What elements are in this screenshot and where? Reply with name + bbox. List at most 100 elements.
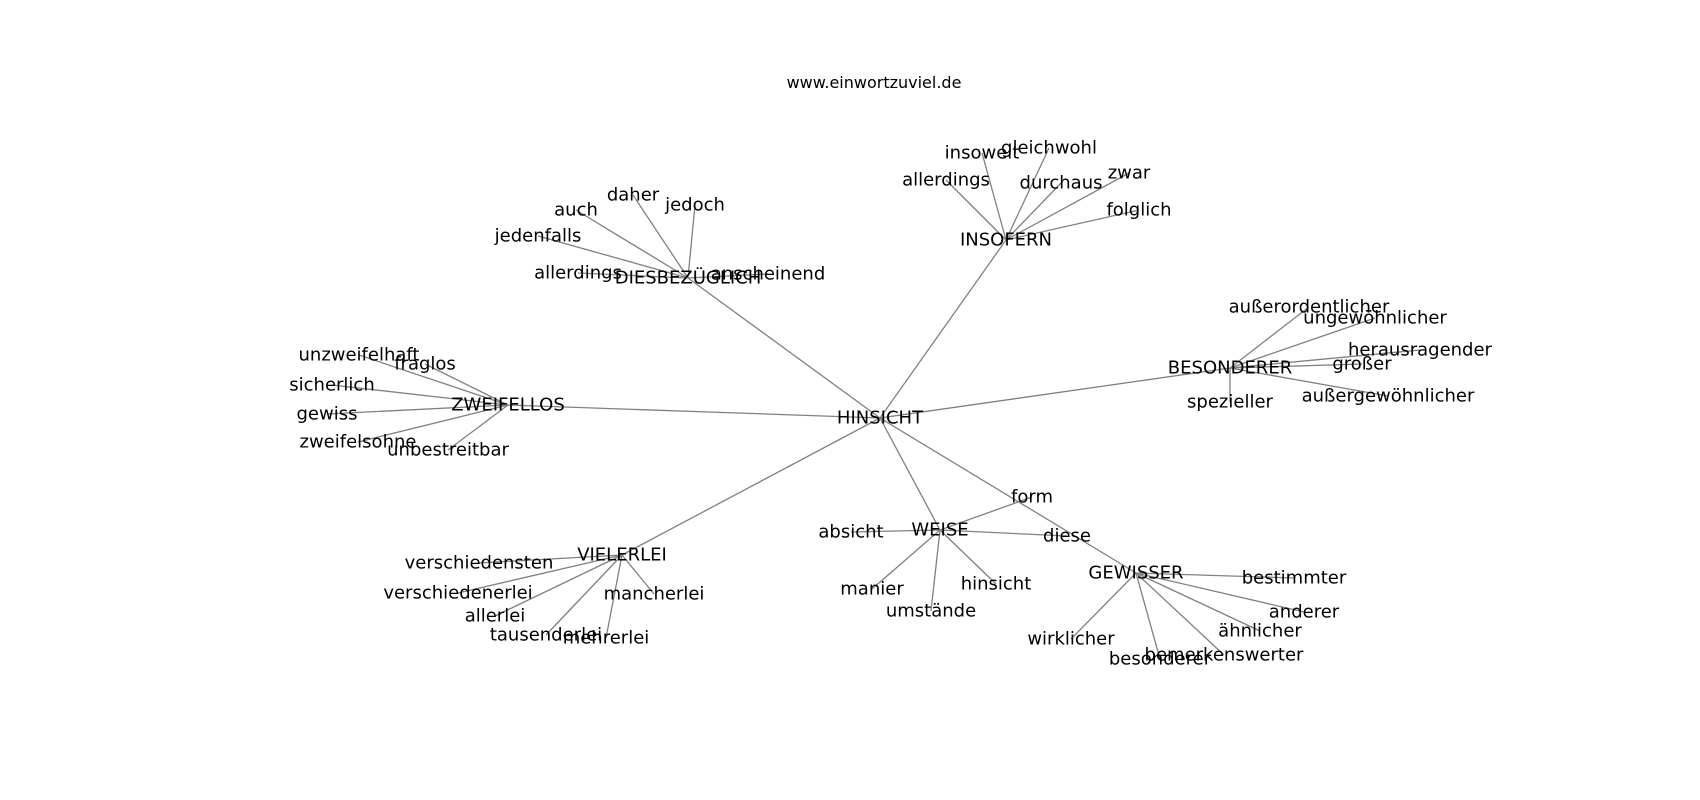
hub-word-edge xyxy=(621,554,655,595)
word-node-label: wirklicher xyxy=(1027,629,1115,650)
hub-word-edge xyxy=(871,529,941,590)
hub-word-edge xyxy=(1135,572,1261,632)
hub-word-edge xyxy=(357,404,509,443)
center-hub-edge xyxy=(879,239,1007,419)
hub-word-edge xyxy=(930,529,941,612)
hub-word-edge xyxy=(478,554,623,564)
hub-word-edge xyxy=(577,272,689,279)
word-node-label: manier xyxy=(840,579,904,600)
center-hub-edge xyxy=(879,417,941,531)
word-node-label: zweifelsohne xyxy=(300,432,417,453)
hub-node-label: WEISE xyxy=(911,520,968,541)
hub-word-edge xyxy=(575,209,689,279)
hub-word-edge xyxy=(1229,349,1421,369)
hub-node-label: INSOFERN xyxy=(960,230,1052,251)
hub-word-edge xyxy=(326,404,509,415)
edge-layer xyxy=(326,147,1421,660)
hub-word-edge xyxy=(331,384,509,406)
word-node-label: außergewöhnlicher xyxy=(1302,386,1475,407)
hub-word-edge xyxy=(632,194,689,279)
hub-word-edge xyxy=(939,529,1068,537)
hub-word-edge xyxy=(939,529,997,585)
hub-word-edge xyxy=(537,235,689,279)
word-node-label: gewiss xyxy=(297,404,358,425)
word-node-label: allerdings xyxy=(534,263,622,284)
center-hub-edge xyxy=(687,277,881,419)
word-node-label: bemerkenswerter xyxy=(1145,645,1304,666)
hub-word-edge xyxy=(358,354,509,406)
word-node-label: besonderer xyxy=(1109,649,1212,670)
word-node-label: außerordentlicher xyxy=(1229,297,1390,318)
hub-word-edge xyxy=(447,404,509,451)
center-hub-edge xyxy=(507,404,881,419)
word-node-label: großer xyxy=(1332,354,1392,375)
center-node-label: HINSICHT xyxy=(837,408,924,429)
hub-word-edge xyxy=(939,496,1033,531)
word-node-label: spezieller xyxy=(1187,392,1273,413)
word-node-label: verschiedensten xyxy=(405,553,554,574)
hub-word-edge xyxy=(1135,572,1161,660)
word-node-label: auch xyxy=(554,200,598,221)
word-node-label: gleichwohl xyxy=(1001,138,1097,159)
hub-word-edge xyxy=(1229,363,1363,369)
hub-word-edge xyxy=(1005,182,1062,241)
word-node-label: jedoch xyxy=(664,195,725,216)
word-node-label: mancherlei xyxy=(604,584,705,605)
hub-node-label: ZWEIFELLOS xyxy=(451,395,565,416)
word-node-label: sicherlich xyxy=(289,375,374,396)
word-node-label: bestimmter xyxy=(1242,568,1347,589)
word-node-label: form xyxy=(1011,487,1053,508)
word-node-label: ähnlicher xyxy=(1218,621,1302,642)
word-node-label: ungewöhnlicher xyxy=(1303,308,1447,329)
center-hub-edge xyxy=(879,417,1137,574)
hub-word-edge xyxy=(1229,367,1389,397)
word-node-label: herausragender xyxy=(1348,340,1493,361)
hub-word-edge xyxy=(687,204,696,279)
center-hub-edge xyxy=(879,367,1231,419)
word-node-label: verschiedenerlei xyxy=(383,583,532,604)
hub-word-edge xyxy=(1135,572,1305,613)
word-node-label: zwar xyxy=(1108,163,1151,184)
word-node-label: mehrerlei xyxy=(563,628,650,649)
word-node-label: jedenfalls xyxy=(494,226,582,247)
hub-node-label: DIESBEZÜGLICH xyxy=(615,267,762,289)
hub-word-edge xyxy=(1135,572,1295,579)
word-node-label: diese xyxy=(1043,526,1091,547)
hub-word-edge xyxy=(1005,147,1050,241)
word-node-label: anderer xyxy=(1269,602,1340,623)
hub-word-edge xyxy=(850,529,941,533)
word-node-label: allerlei xyxy=(465,606,526,627)
word-node-label: unbestreitbar xyxy=(387,440,509,461)
hub-word-edge xyxy=(1005,209,1140,241)
hub-word-edge xyxy=(1229,317,1376,369)
hub-word-edge xyxy=(1070,572,1137,640)
word-node-label: unzweifelhaft xyxy=(299,345,420,366)
hub-node-label: BESONDERER xyxy=(1168,358,1292,379)
hub-word-edge xyxy=(494,554,623,617)
word-node-label: daher xyxy=(607,185,660,206)
hub-word-edge xyxy=(424,363,509,406)
hub-word-edge xyxy=(605,554,623,639)
word-node-label: allerdings xyxy=(902,170,990,191)
hub-word-edge xyxy=(1005,172,1130,241)
hub-word-edge xyxy=(687,273,769,279)
word-node-label: durchaus xyxy=(1020,173,1103,194)
center-hub-edge xyxy=(621,417,881,556)
hub-word-edge xyxy=(945,179,1007,241)
word-node-label: absicht xyxy=(818,522,883,543)
hub-word-edge xyxy=(457,554,623,594)
word-node-label: umstände xyxy=(886,601,976,622)
site-url: www.einwortzuviel.de xyxy=(786,73,962,92)
hub-word-edge xyxy=(1229,306,1310,369)
hub-node-label: GEWISSER xyxy=(1088,563,1183,584)
hub-node-label: VIELERLEI xyxy=(577,545,667,566)
word-node-label: tausenderlei xyxy=(490,625,602,646)
hub-word-edge xyxy=(545,554,623,636)
word-node-label: folglich xyxy=(1106,200,1171,221)
word-node-label: insoweit xyxy=(945,143,1020,164)
hub-word-edge xyxy=(981,152,1007,241)
word-node-label: hinsicht xyxy=(961,574,1032,595)
